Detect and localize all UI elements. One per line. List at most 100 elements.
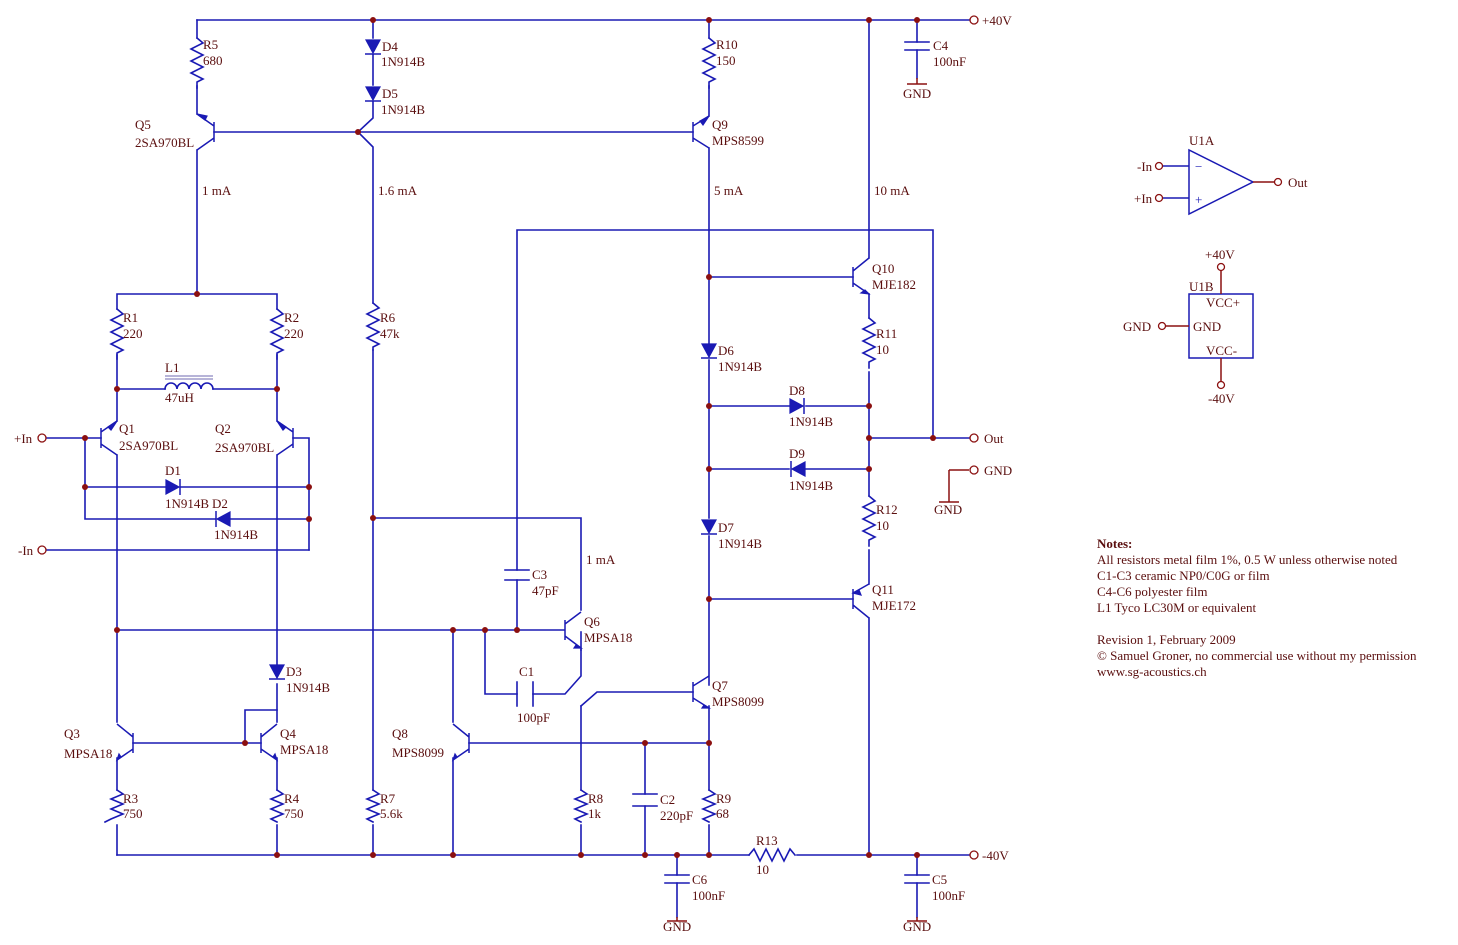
Q4-ref: Q4 (280, 726, 296, 741)
current-10mA: 10 mA (874, 183, 910, 198)
note-line: L1 Tyco LC30M or equivalent (1097, 600, 1257, 615)
u1a-plus-sign: + (1195, 192, 1202, 207)
C3-capacitor (504, 569, 530, 581)
Q7-ref: Q7 (712, 678, 728, 693)
R4-value: 750 (284, 806, 304, 821)
Q6-value: MPSA18 (584, 630, 632, 645)
R6-value: 47k (380, 326, 400, 341)
R10-value: 150 (716, 53, 736, 68)
terminal-vneg (969, 850, 979, 860)
u1a-out-label: Out (1288, 175, 1308, 190)
D2-value: 1N914B (214, 527, 258, 542)
R4-resistor (268, 788, 286, 824)
R8-value: 1k (588, 806, 602, 821)
R1-resistor (109, 307, 125, 360)
R7-value: 5.6k (380, 806, 403, 821)
C2-capacitor (632, 793, 658, 807)
Q5-value: 2SA970BL (135, 135, 194, 150)
D7-diode-icon (700, 519, 718, 535)
Q1-transistor-icon (100, 420, 118, 456)
Q8-transistor-icon (451, 723, 470, 762)
component-labels: R5 680 D4 1N914B D5 1N914B R10 150 C4 10… (64, 37, 966, 903)
D9-ref: D9 (789, 446, 805, 461)
R2-value: 220 (284, 326, 304, 341)
label-out: Out (984, 431, 1004, 446)
R13-resistor (747, 847, 797, 863)
D3-value: 1N914B (286, 680, 330, 695)
ground-symbols (667, 78, 969, 922)
ground-icon-out (939, 469, 969, 503)
u1a-ref: U1A (1189, 133, 1215, 148)
label-vpos: +40V (982, 13, 1012, 28)
Q6-ref: Q6 (584, 614, 600, 629)
C1-value: 100pF (517, 710, 550, 725)
Q11-transistor-icon (851, 583, 870, 619)
website-line: www.sg-acoustics.ch (1097, 664, 1207, 679)
R1-ref: R1 (123, 310, 138, 325)
R5-value: 680 (203, 53, 223, 68)
D6-diode-icon (700, 343, 718, 359)
note-line: All resistors metal film 1%, 0.5 W unles… (1097, 552, 1398, 567)
Q2-ref: Q2 (215, 421, 231, 436)
Q3-ref: Q3 (64, 726, 80, 741)
u1b-supply-symbol: +40V U1B VCC+ GND VCC- GND -40V (1123, 247, 1254, 406)
Q1-ref: Q1 (119, 421, 135, 436)
Q3-value: MPSA18 (64, 746, 112, 761)
junction-dots (82, 17, 936, 858)
R1-value: 220 (123, 326, 143, 341)
C3-value: 47pF (532, 583, 559, 598)
label-gnd-c5: GND (903, 919, 931, 934)
R8-ref: R8 (588, 791, 603, 806)
u1b-bot-label: -40V (1208, 391, 1235, 406)
resistors (103, 36, 877, 863)
diodes (165, 39, 806, 680)
C4-capacitor (904, 41, 930, 51)
D5-value: 1N914B (381, 102, 425, 117)
u1b-vccp-pin: VCC+ (1206, 295, 1240, 310)
R6-ref: R6 (380, 310, 396, 325)
D8-diode-icon (789, 397, 805, 415)
R12-ref: R12 (876, 502, 898, 517)
R3-ref: R3 (123, 791, 138, 806)
D8-value: 1N914B (789, 414, 833, 429)
D5-diode-icon (364, 86, 382, 102)
D7-value: 1N914B (718, 536, 762, 551)
R2-resistor (269, 307, 285, 360)
D1-value: 1N914B (165, 496, 209, 511)
transistors (100, 113, 871, 762)
terminal-out (969, 433, 979, 443)
current-1-6mA: 1.6 mA (378, 183, 418, 198)
R2-ref: R2 (284, 310, 299, 325)
Q2-transistor-icon (276, 420, 294, 456)
Q10-ref: Q10 (872, 261, 894, 276)
Q5-transistor-icon (196, 113, 215, 151)
C5-capacitor (904, 874, 930, 884)
note-line: C4-C6 polyester film (1097, 584, 1208, 599)
terminals (37, 15, 979, 860)
u1b-vccn-pin: VCC- (1206, 343, 1237, 358)
Q7-value: MPS8099 (712, 694, 764, 709)
copyright-line: © Samuel Groner, no commercial use witho… (1097, 648, 1417, 663)
D2-ref: D2 (212, 496, 228, 511)
Q10-value: MJE182 (872, 277, 916, 292)
Q5-ref: Q5 (135, 117, 151, 132)
terminal-gnd (969, 465, 979, 475)
R13-ref: R13 (756, 833, 778, 848)
C2-value: 220pF (660, 808, 693, 823)
Q8-ref: Q8 (392, 726, 408, 741)
C1-capacitor (516, 681, 534, 707)
terminal-in-pos (37, 433, 47, 443)
R9-value: 68 (716, 806, 729, 821)
D7-ref: D7 (718, 520, 734, 535)
D8-ref: D8 (789, 383, 805, 398)
D5-ref: D5 (382, 86, 398, 101)
D1-ref: D1 (165, 463, 181, 478)
label-in-neg: -In (18, 543, 34, 558)
R11-ref: R11 (876, 326, 897, 341)
Q1-value: 2SA970BL (119, 438, 178, 453)
current-5mA: 5 mA (714, 183, 744, 198)
label-gnd-out: GND (934, 502, 962, 517)
R10-resistor (701, 36, 717, 89)
Q9-transistor-icon (692, 115, 710, 149)
R6-resistor (365, 301, 381, 351)
